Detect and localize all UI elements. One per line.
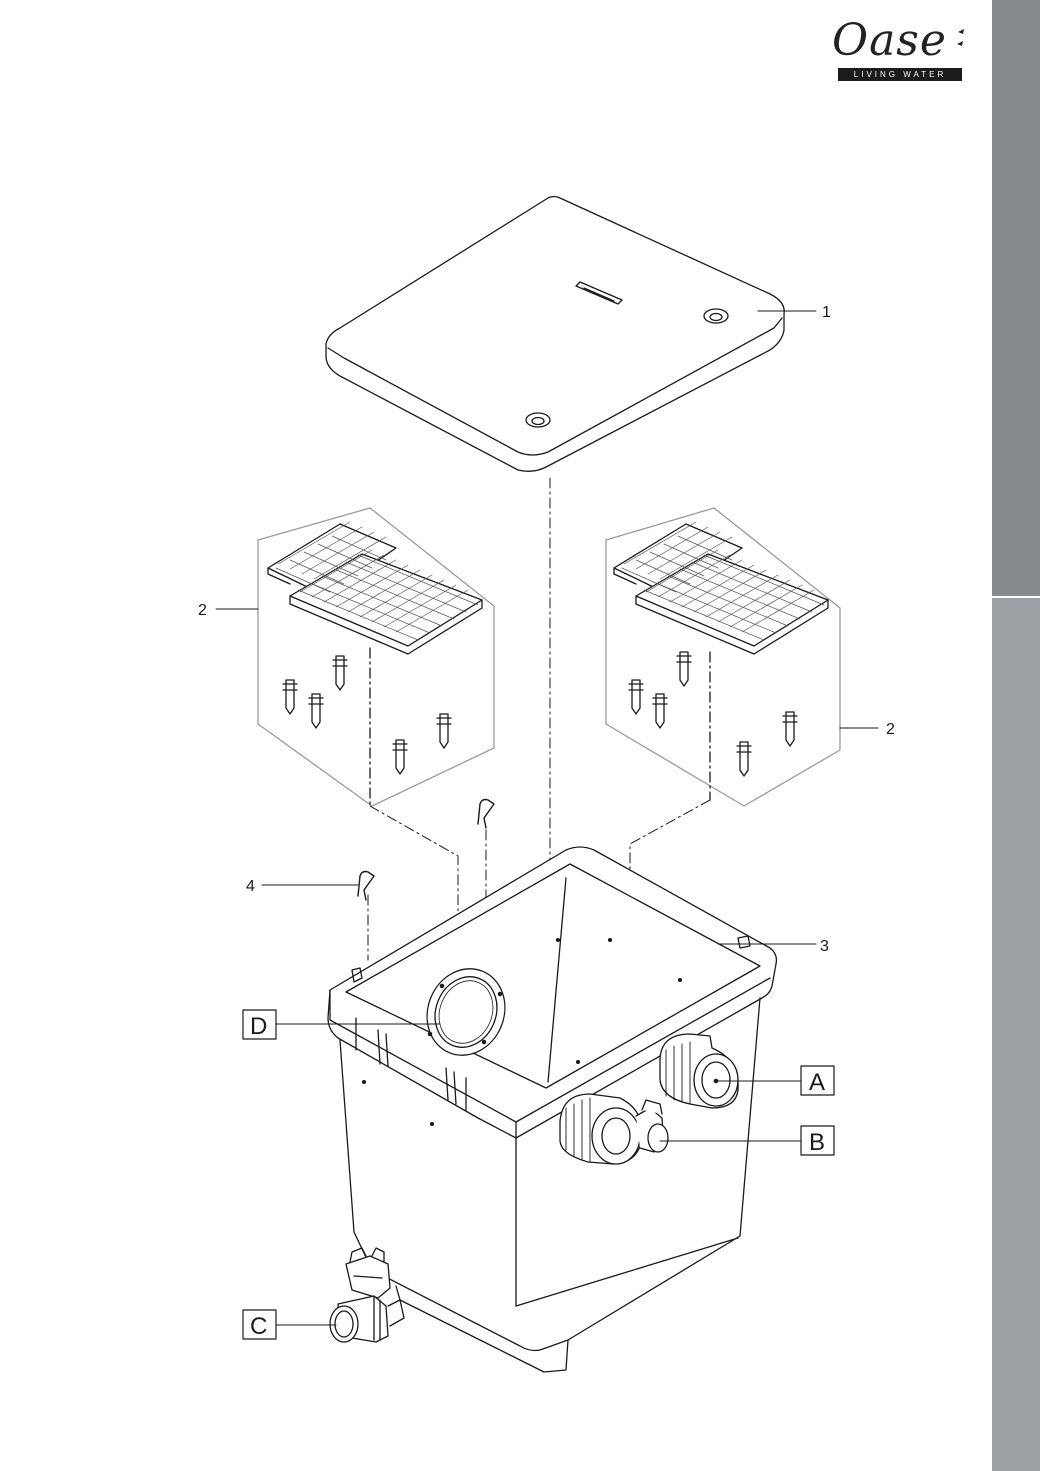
leader-lines <box>215 310 879 1326</box>
grid-kit-right <box>605 507 841 807</box>
port-a <box>659 1033 739 1109</box>
brand-name: Oase <box>832 15 947 66</box>
filter-box <box>327 846 778 1373</box>
letter-boxes <box>242 1009 835 1340</box>
callout-d: D <box>250 1013 267 1040</box>
callout-1: 1 <box>822 304 831 321</box>
callout-3: 3 <box>820 938 829 955</box>
drain-valve-c <box>329 1247 405 1343</box>
pins-left <box>282 655 452 775</box>
callout-b: B <box>809 1129 825 1156</box>
brand-logo: Oase LIVING WATER <box>828 18 964 84</box>
side-tab-dark <box>992 0 1040 596</box>
callout-2-left: 2 <box>198 602 207 619</box>
brand-tagline: LIVING WATER <box>838 68 962 81</box>
inlet-d <box>426 968 506 1056</box>
callout-a: A <box>809 1069 825 1096</box>
grid-kit-left <box>257 507 495 807</box>
callout-2-right: 2 <box>886 721 895 738</box>
clips <box>357 798 495 901</box>
callout-4: 4 <box>246 878 255 895</box>
side-tab-light <box>992 598 1040 1471</box>
pins-right <box>628 651 798 777</box>
lid-part <box>325 195 785 472</box>
port-b <box>559 1093 669 1165</box>
logo-dots-icon <box>957 29 964 46</box>
callout-c: C <box>250 1313 267 1340</box>
